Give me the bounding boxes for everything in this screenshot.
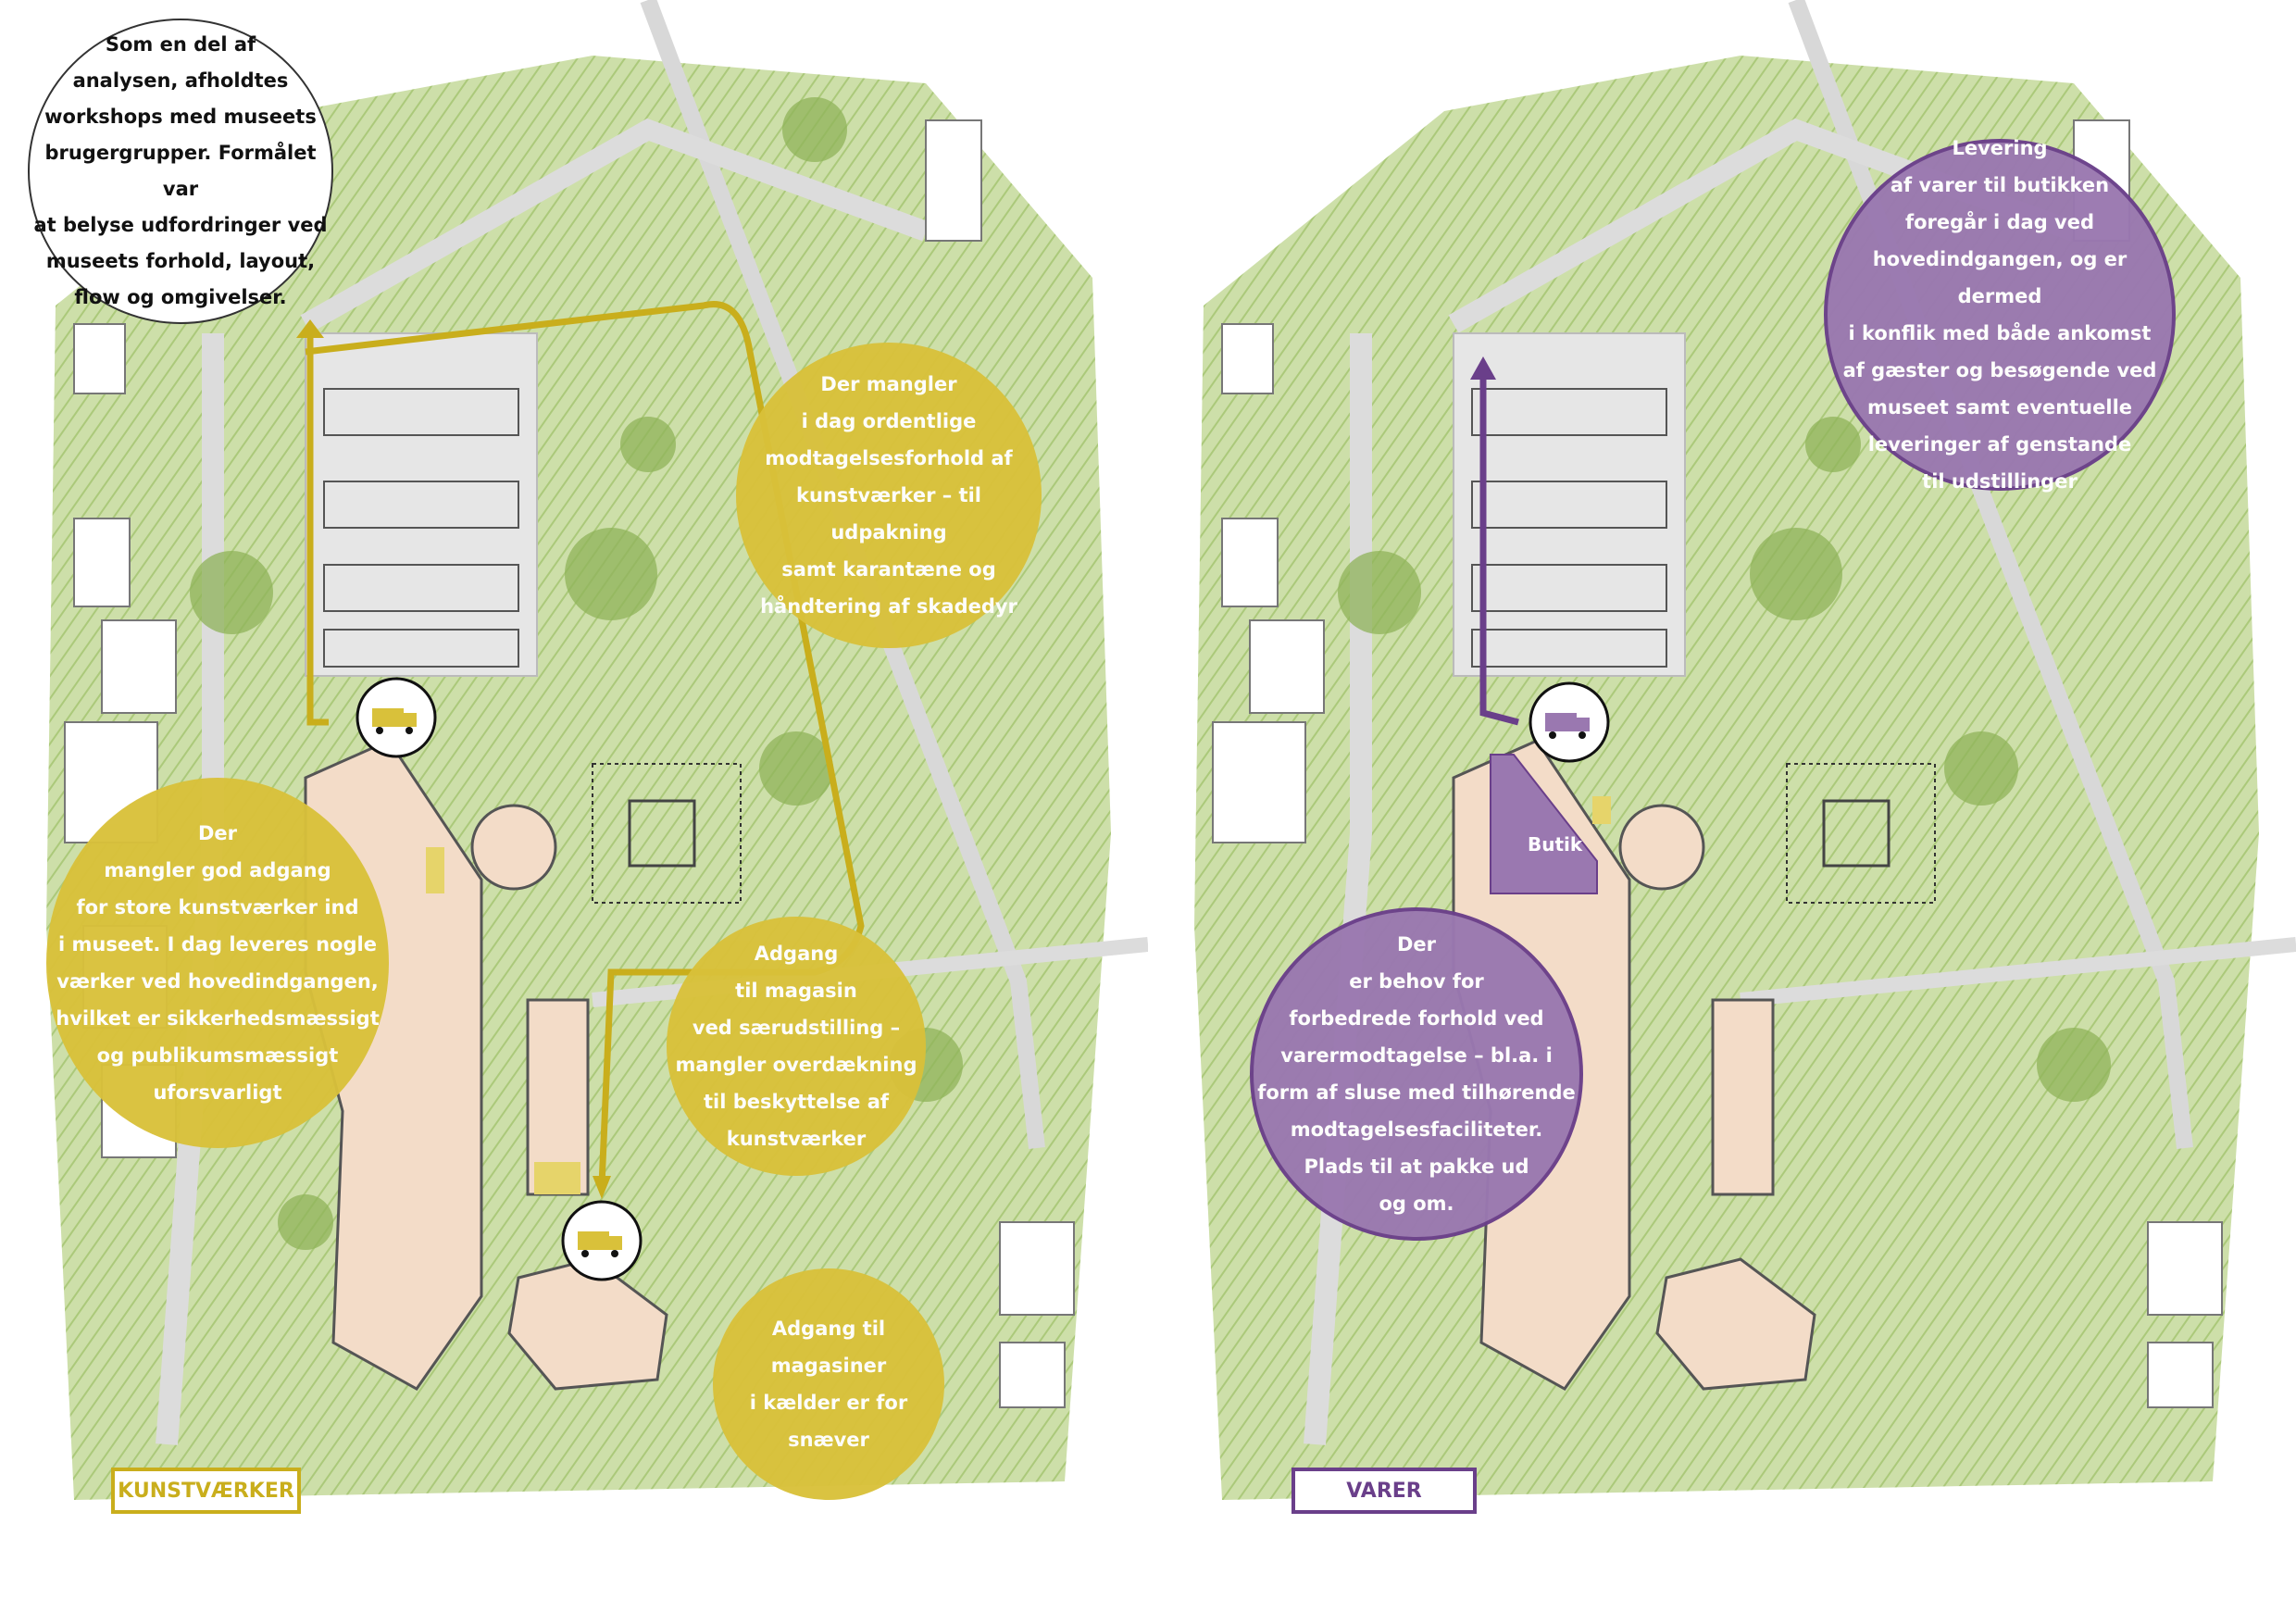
road: [300, 118, 930, 333]
trees: [1338, 417, 2111, 1102]
bubble-needs: Der er behov for forbedrede forhold ved …: [1250, 907, 1583, 1241]
parking-lot: [1453, 332, 1686, 677]
magasin-entrance-marker: [534, 1162, 580, 1194]
truck-icon: [561, 1200, 643, 1281]
truck-icon: [356, 677, 437, 758]
trees: [190, 97, 963, 1250]
pavilion: [1822, 799, 1890, 868]
map-varer: Butik Levering af varer til butikken for…: [1148, 0, 2296, 1624]
parking-lot: [305, 332, 538, 677]
intro-bubble: Som en del af analysen, afholdtes worksh…: [28, 19, 333, 324]
map-kunstvaerker: Som en del af analysen, afholdtes worksh…: [28, 0, 1148, 1514]
bubble-access: Der mangler god adgang for store kunstvæ…: [46, 778, 389, 1148]
route-arrow: [296, 319, 324, 338]
pavilion: [628, 799, 696, 868]
bubble-delivery: Levering af varer til butikken foregår i…: [1824, 137, 2176, 493]
pavilion-outline: [592, 763, 742, 904]
road: [1304, 333, 1372, 1445]
rotunda-building: [470, 804, 557, 891]
route-path: [1479, 370, 1519, 726]
shop-label: Butik: [1528, 833, 1583, 856]
legend-varer: VARER: [1292, 1468, 1477, 1514]
parking-stalls: [1471, 388, 1667, 668]
entrance-marker: [426, 847, 444, 893]
road: [1740, 937, 2296, 1007]
legend-kunstvaerker: KUNSTVÆRKER: [111, 1468, 301, 1514]
truck-icon: [1529, 681, 1610, 763]
entrance-marker: [1592, 796, 1611, 824]
parking-stalls: [323, 388, 519, 668]
bubble-reception: Der mangler i dag ordentlige modtagelses…: [736, 343, 1042, 648]
route-path: [306, 333, 329, 726]
route-arrow: [1470, 356, 1496, 380]
road: [1788, 0, 2193, 1149]
shop-building: [1490, 754, 1598, 894]
pavilion-outline: [1786, 763, 1936, 904]
route-arrow: [593, 1176, 611, 1199]
bubble-magasin: Adgang til magasin ved særudstilling – m…: [667, 917, 926, 1176]
bubble-cellar: Adgang til magasiner i kælder er for snæ…: [713, 1268, 944, 1500]
magasin-building: [1711, 998, 1775, 1196]
rotunda-building: [1618, 804, 1705, 891]
villa-building: [1655, 1257, 1816, 1391]
